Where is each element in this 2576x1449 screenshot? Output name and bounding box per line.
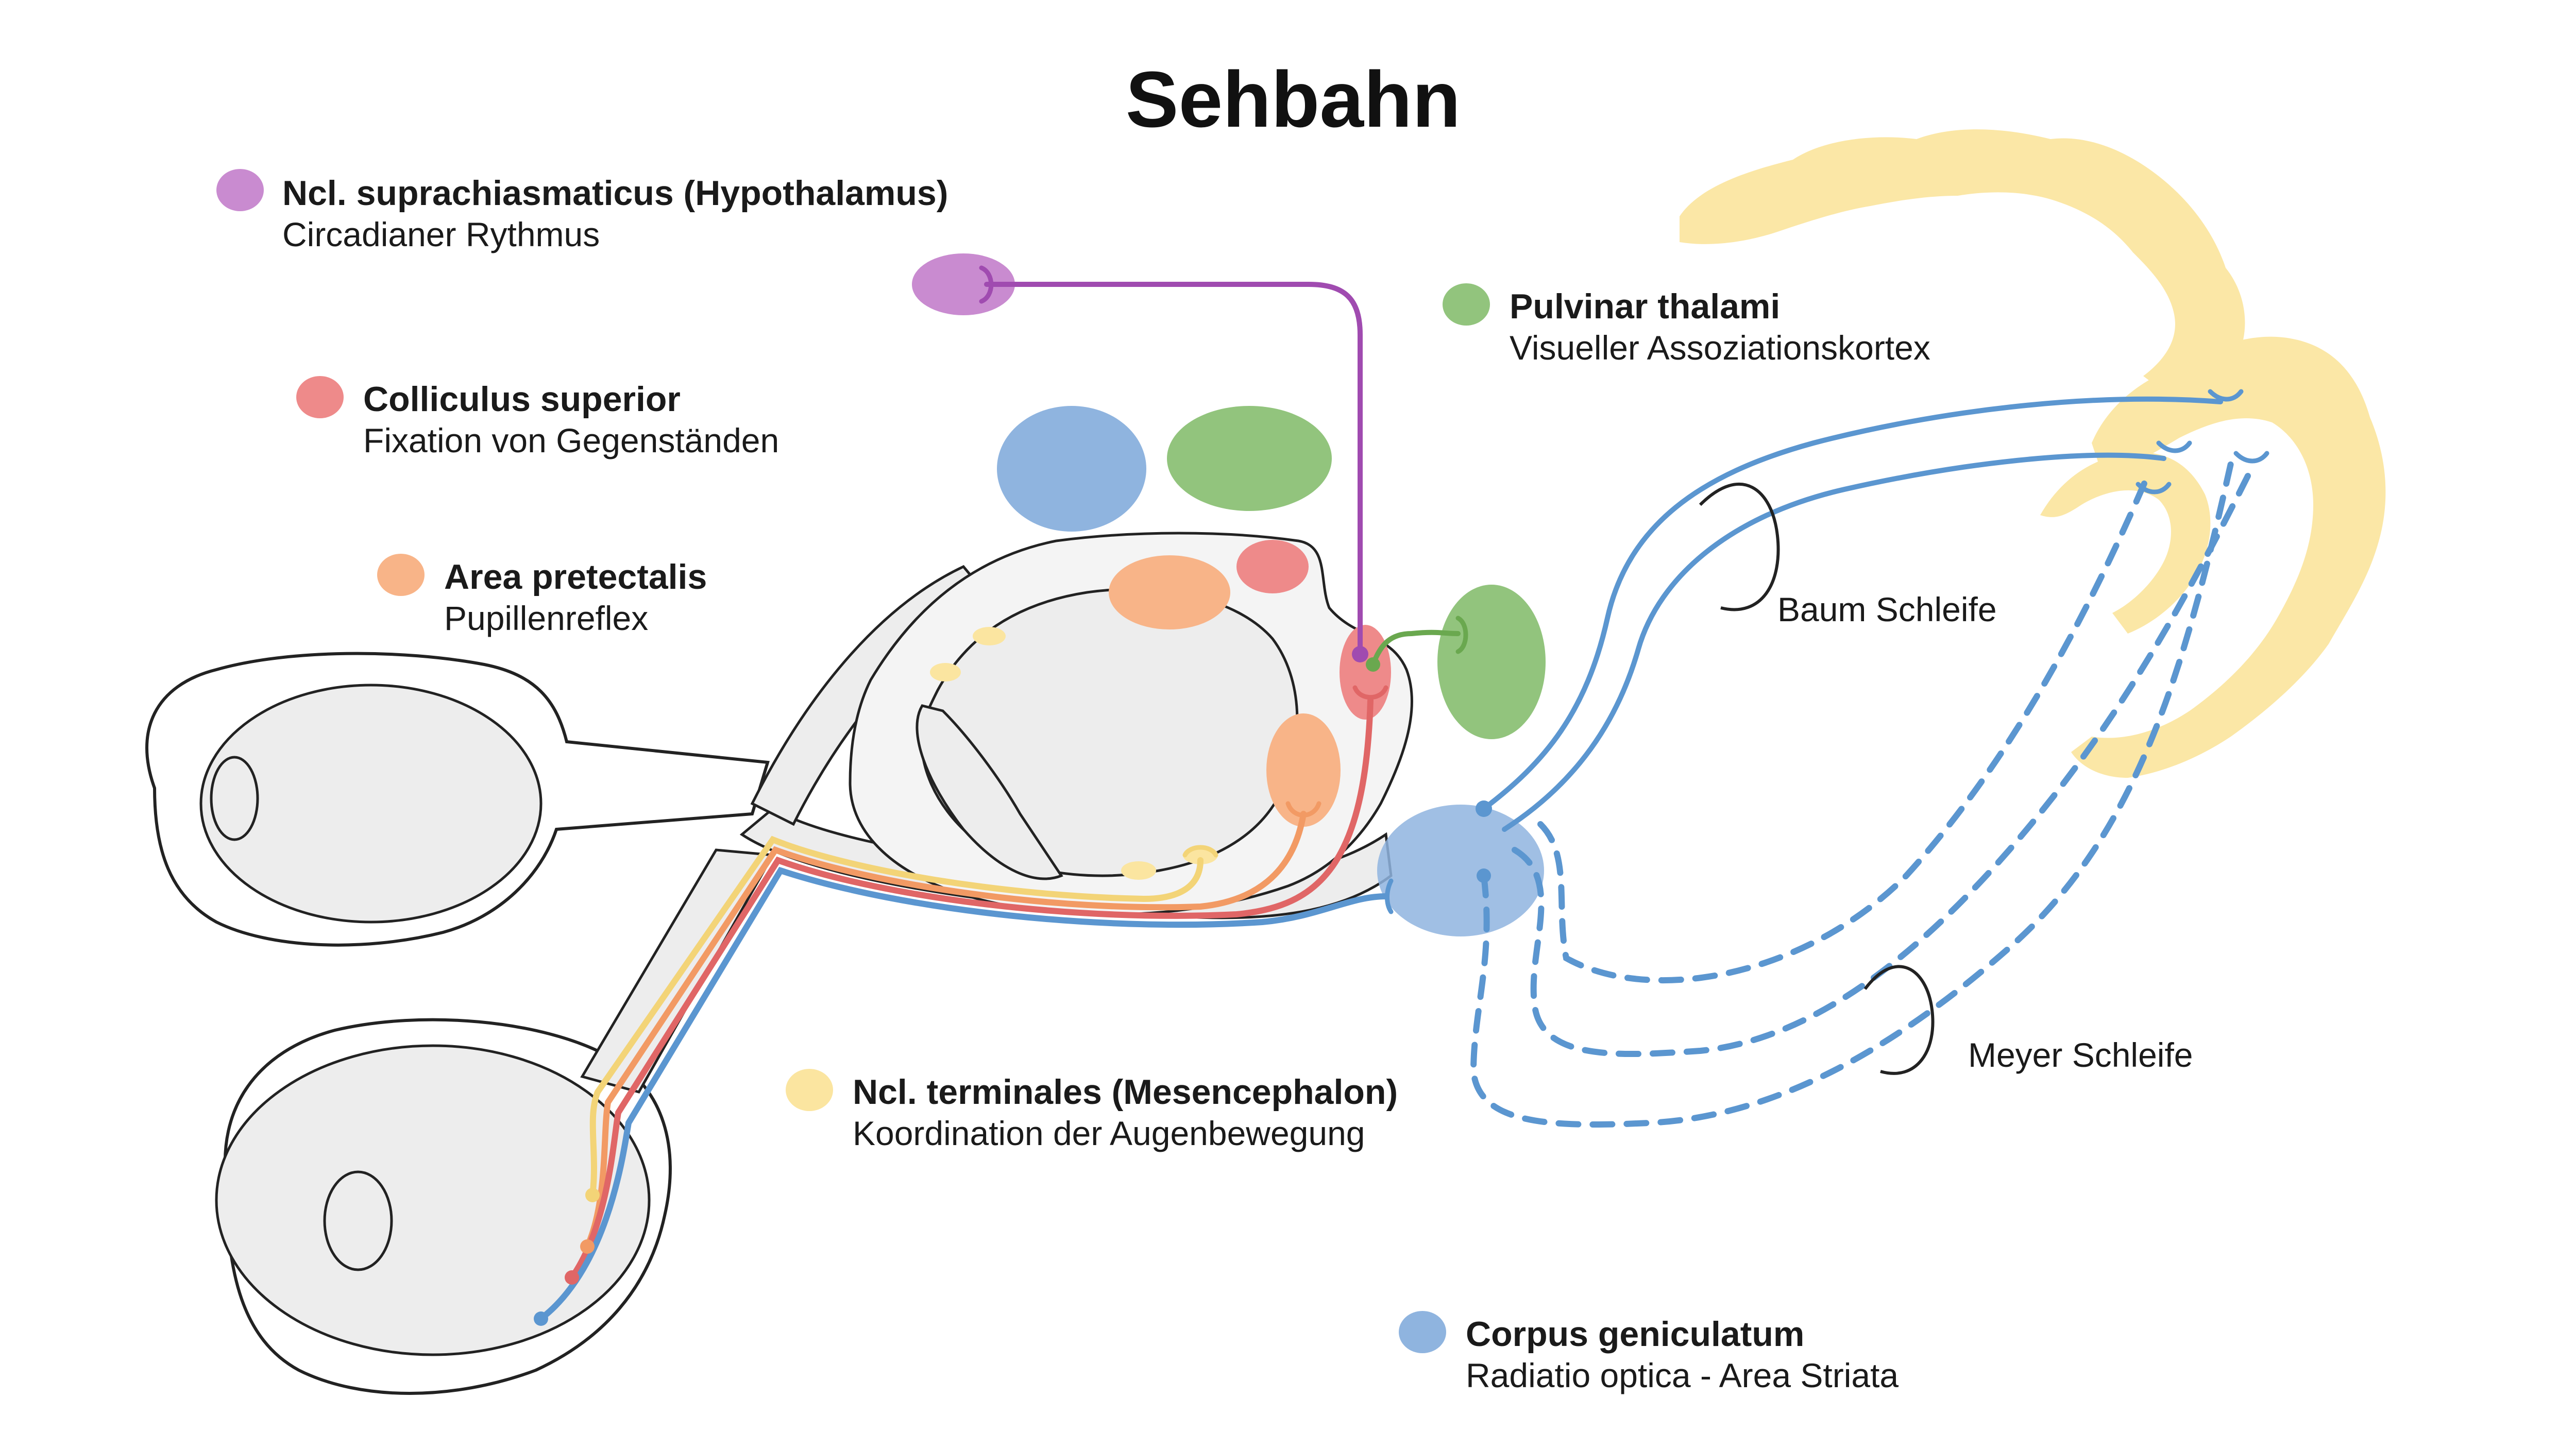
legend-heading: Area pretectalis xyxy=(444,557,707,596)
legend-subtitle: Radiatio optica - Area Striata xyxy=(1466,1356,1899,1394)
legend-subtitle: Visueller Assoziationskortex xyxy=(1510,329,1930,367)
pulvinar-thalami-nucleus xyxy=(1437,585,1546,739)
retina-origin-dot xyxy=(565,1270,579,1285)
meyer-schleife-radiation xyxy=(1470,461,2234,1128)
colliculus-superior-nucleus xyxy=(1340,625,1391,720)
legend-text-mesencephalon: Ncl. terminales (Mesencephalon)Koordinat… xyxy=(853,1071,1398,1154)
legend-swatch-colliculus xyxy=(296,376,344,418)
baum-schleife-radiation xyxy=(1481,396,2223,811)
ncl-terminales-nucleus xyxy=(1121,861,1156,880)
legend-heading: Ncl. terminales (Mesencephalon) xyxy=(853,1072,1398,1112)
eye-lower-globe xyxy=(215,1044,651,1356)
baum-schleife-radiation xyxy=(1502,452,2166,832)
area-pretectalis-nucleus xyxy=(1109,555,1230,629)
thalamus-green-nucleus xyxy=(1167,406,1332,511)
legend-subtitle: Circadianer Rythmus xyxy=(282,215,600,253)
synapse-ending xyxy=(1285,801,1321,817)
synapse-ending xyxy=(1352,685,1388,700)
retina-origin-dot xyxy=(534,1311,548,1326)
synapse-ending xyxy=(1182,845,1218,858)
geniculatum-origin-dot xyxy=(1476,800,1492,817)
baum-schleife-label: Baum Schleife xyxy=(1777,590,1997,628)
colliculus-tract xyxy=(569,697,1374,1281)
synapse-ending xyxy=(979,265,994,304)
page-title: Sehbahn xyxy=(1125,55,1461,144)
legend-swatch-pretectal xyxy=(377,554,425,596)
legend-heading: Ncl. suprachiasmaticus (Hypothalamus) xyxy=(282,174,948,213)
synapse-ending xyxy=(2233,451,2269,464)
legend-heading: Pulvinar thalami xyxy=(1510,287,1781,326)
hypothalamus-target-dot xyxy=(1352,646,1368,662)
synapse-ending xyxy=(1385,878,1394,914)
legend-swatch-pulvinar xyxy=(1443,283,1490,326)
synapse-ending xyxy=(2136,482,2172,495)
loop-markers xyxy=(1699,482,1935,1075)
ncl-terminales-nucleus xyxy=(930,663,961,681)
cortex-icon xyxy=(1680,129,2386,778)
legend-text-hypothalamus: Ncl. suprachiasmaticus (Hypothalamus)Cir… xyxy=(282,173,948,255)
retina-origin-dots xyxy=(534,646,1492,1326)
meyer-schleife-radiation xyxy=(1512,466,2255,1058)
pulvinar-origin-dot xyxy=(1366,657,1380,672)
legend-swatch-mesencephalon xyxy=(786,1069,833,1111)
thalamus-blue-nucleus xyxy=(997,406,1146,532)
legend-subtitle: Pupillenreflex xyxy=(444,599,649,637)
mesencephalon-tract xyxy=(589,836,1204,1198)
legend-heading: Colliculus superior xyxy=(363,380,681,419)
eye-upper-lens xyxy=(210,756,259,841)
neural-pathways xyxy=(538,282,2255,1322)
cortex-lower-gyrus xyxy=(2071,336,2386,778)
legend-swatch-geniculatum xyxy=(1399,1311,1446,1353)
meyer-schleife-radiation xyxy=(1537,471,2151,984)
baum-loop-marker xyxy=(1699,482,1780,611)
legend-subtitle: Koordination der Augenbewegung xyxy=(853,1114,1365,1152)
legend-heading: Corpus geniculatum xyxy=(1466,1315,1805,1354)
synapse-ending xyxy=(1455,616,1468,654)
meyer-schleife-label: Meyer Schleife xyxy=(1968,1036,2193,1074)
eye-upper-globe xyxy=(199,684,543,924)
geniculate-tract xyxy=(538,866,1389,1322)
eye-lower-lens xyxy=(323,1170,393,1271)
legend-subtitle: Fixation von Gegenständen xyxy=(363,421,779,459)
colliculus-top-nucleus xyxy=(1236,540,1309,593)
area-pretectalis-lower-nucleus xyxy=(1266,713,1341,827)
synapse-ending xyxy=(2208,389,2244,402)
ncl-suprachiasmaticus-nucleus xyxy=(912,253,1015,315)
pretectal-tract xyxy=(584,811,1307,1250)
cortex-upper-gyrus xyxy=(1680,129,2245,391)
retina-origin-dot xyxy=(585,1188,600,1202)
retinohypothalamic-tract xyxy=(984,282,1363,657)
brain-nuclei xyxy=(912,253,1546,936)
synapse-markers xyxy=(979,265,2269,914)
geniculatum-origin-dot xyxy=(1477,868,1491,883)
meyer-loop-marker xyxy=(1863,965,1935,1075)
pulvinar-tract xyxy=(1370,629,1461,667)
corpus-geniculatum-nucleus xyxy=(1377,805,1544,936)
retina-origin-dot xyxy=(580,1239,595,1254)
legend-swatch-hypothalamus xyxy=(216,169,264,211)
synapse-ending xyxy=(2156,440,2192,453)
midbrain-notch xyxy=(916,704,1063,880)
ncl-terminales-nucleus xyxy=(973,627,1006,645)
eyeball-icon xyxy=(145,652,770,947)
cortex-mid-gyrus xyxy=(2040,452,2211,634)
